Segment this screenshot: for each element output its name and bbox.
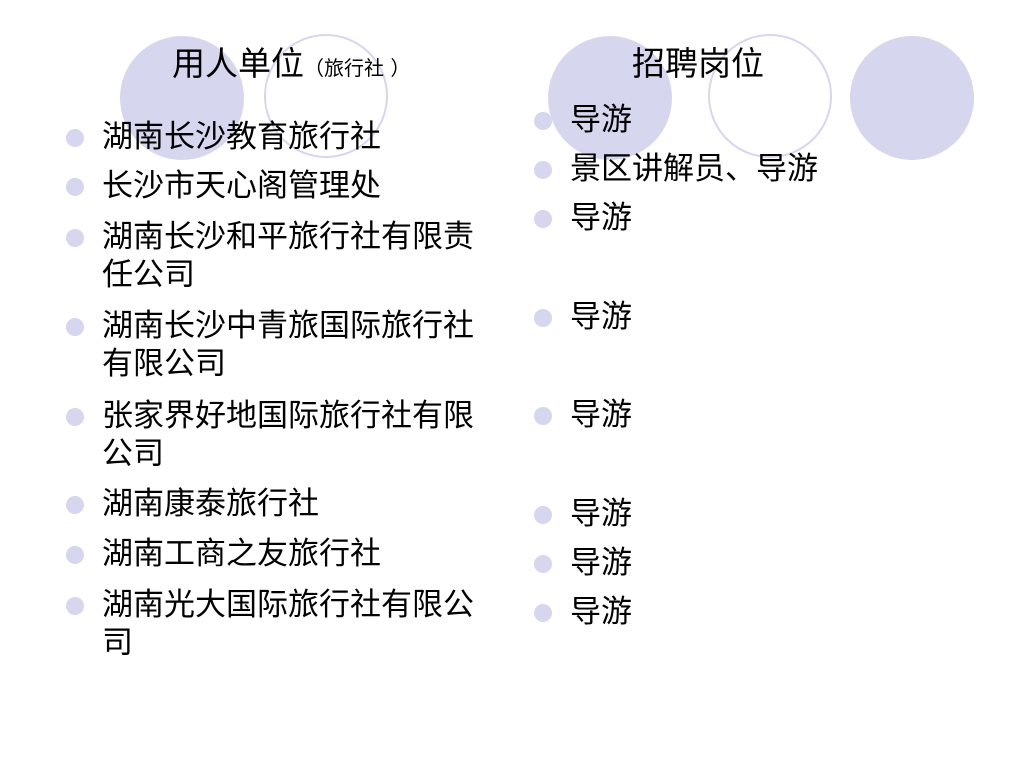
employer-name: 湖南长沙教育旅行社 xyxy=(102,119,381,155)
list-item: 湖南长沙教育旅行社 xyxy=(66,118,496,156)
list-item: 导游 xyxy=(534,199,914,237)
bullet-icon xyxy=(534,604,552,622)
decor-circle-1 xyxy=(120,36,244,160)
position-list: 导游 景区讲解员、导游 导游 导游 导游 导游 导游 导游 xyxy=(534,0,914,768)
employer-name: 湖南光大国际旅行社有限公司 xyxy=(102,587,474,661)
position-name: 导游 xyxy=(570,397,632,433)
list-item: 张家界好地国际旅行社有限公司 xyxy=(66,397,496,473)
decor-circle-4 xyxy=(708,34,832,158)
decor-circle-3 xyxy=(548,36,672,160)
left-heading-main: 用人单位 xyxy=(172,44,304,83)
list-item: 湖南工商之友旅行社 xyxy=(66,535,496,573)
bullet-icon xyxy=(66,318,84,336)
bullet-icon xyxy=(66,496,84,514)
right-column-heading: 招聘岗位 xyxy=(632,44,764,84)
employer-name: 长沙市天心阁管理处 xyxy=(102,168,381,204)
bullet-icon xyxy=(66,597,84,615)
bullet-icon xyxy=(66,129,84,147)
employer-name: 张家界好地国际旅行社有限公司 xyxy=(102,398,474,472)
left-column-heading: 用人单位（旅行社 ） xyxy=(172,44,410,88)
left-heading-sub: （旅行社 ） xyxy=(304,56,411,80)
bullet-icon xyxy=(66,408,84,426)
list-item: 湖南光大国际旅行社有限公司 xyxy=(66,586,496,662)
employer-list: 湖南长沙教育旅行社 长沙市天心阁管理处 湖南长沙和平旅行社有限责任公司 湖南长沙… xyxy=(66,0,496,768)
position-name: 导游 xyxy=(570,496,632,532)
bullet-icon xyxy=(534,555,552,573)
list-item: 导游 xyxy=(534,593,914,631)
list-item: 湖南长沙和平旅行社有限责任公司 xyxy=(66,218,496,294)
employer-name: 湖南康泰旅行社 xyxy=(102,486,319,522)
employer-name: 湖南工商之友旅行社 xyxy=(102,536,381,572)
bullet-icon xyxy=(66,546,84,564)
right-heading-main: 招聘岗位 xyxy=(632,44,764,83)
bullet-icon xyxy=(534,407,552,425)
bullet-icon xyxy=(66,178,84,196)
bullet-icon xyxy=(534,506,552,524)
decor-circle-5 xyxy=(850,36,974,160)
bullet-icon xyxy=(534,309,552,327)
list-item: 湖南长沙中青旅国际旅行社有限公司 xyxy=(66,307,496,383)
list-item: 湖南康泰旅行社 xyxy=(66,485,496,523)
position-name: 导游 xyxy=(570,299,632,335)
list-item: 导游 xyxy=(534,396,914,434)
employer-name: 湖南长沙中青旅国际旅行社有限公司 xyxy=(102,308,474,382)
position-name: 景区讲解员、导游 xyxy=(570,151,818,187)
list-item: 长沙市天心阁管理处 xyxy=(66,167,496,205)
list-item: 景区讲解员、导游 xyxy=(534,150,914,188)
list-item: 导游 xyxy=(534,544,914,582)
position-name: 导游 xyxy=(570,102,632,138)
employer-name: 湖南长沙和平旅行社有限责任公司 xyxy=(102,219,474,293)
list-item: 导游 xyxy=(534,298,914,336)
position-name: 导游 xyxy=(570,545,632,581)
bullet-icon xyxy=(66,229,84,247)
bullet-icon xyxy=(534,210,552,228)
decor-circle-2 xyxy=(264,34,388,158)
bullet-icon xyxy=(534,161,552,179)
position-name: 导游 xyxy=(570,200,632,236)
list-item: 导游 xyxy=(534,101,914,139)
list-item: 导游 xyxy=(534,495,914,533)
bullet-icon xyxy=(534,112,552,130)
position-name: 导游 xyxy=(570,594,632,630)
